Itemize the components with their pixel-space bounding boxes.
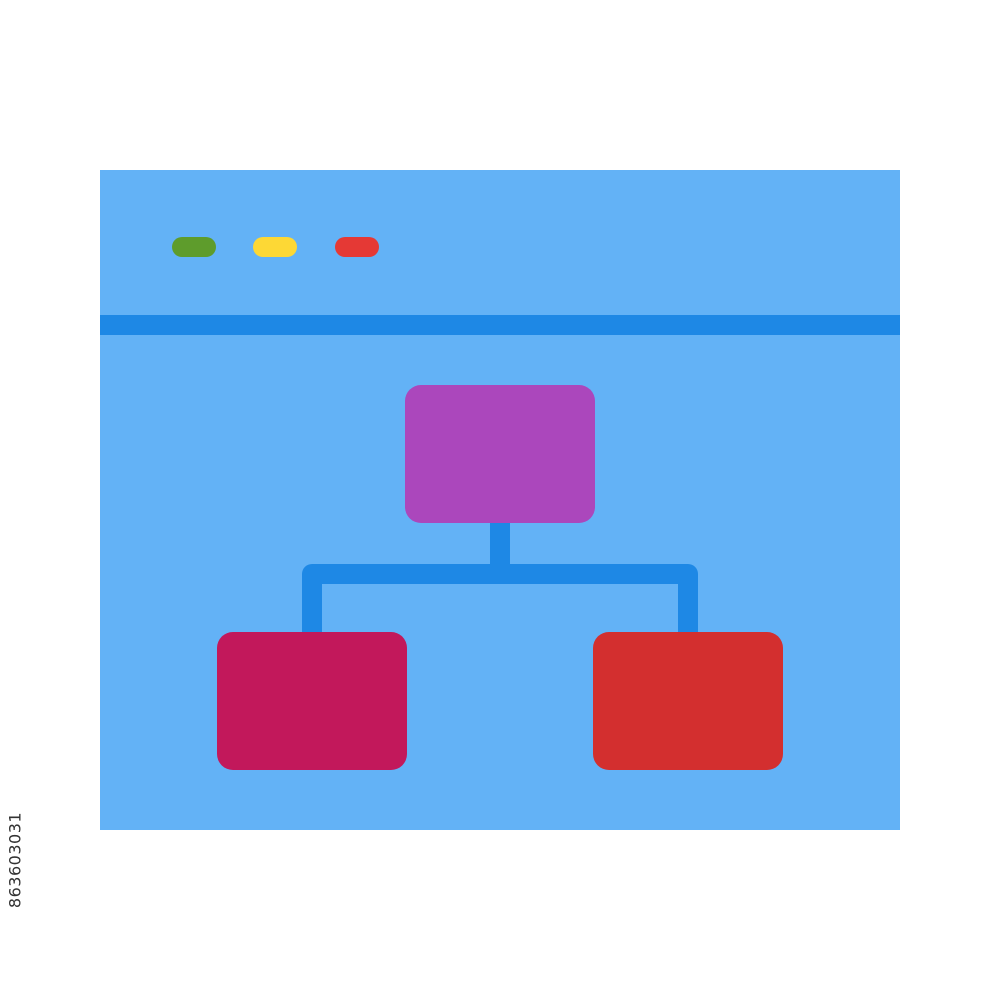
sitemap-connector-lines <box>302 523 698 632</box>
titlebar-divider <box>100 315 900 335</box>
sitemap-child-node-left <box>217 632 407 770</box>
green-dot-icon <box>172 237 216 257</box>
sitemap-child-node-right <box>593 632 783 770</box>
stock-id-label: 863603031 <box>2 760 28 960</box>
window-titlebar <box>100 170 900 315</box>
connector-line <box>302 523 698 632</box>
browser-window-icon <box>100 170 900 830</box>
red-dot-icon <box>335 237 379 257</box>
yellow-dot-icon <box>253 237 297 257</box>
sitemap-parent-node <box>405 385 595 523</box>
stock-id-text: 863603031 <box>5 811 25 909</box>
